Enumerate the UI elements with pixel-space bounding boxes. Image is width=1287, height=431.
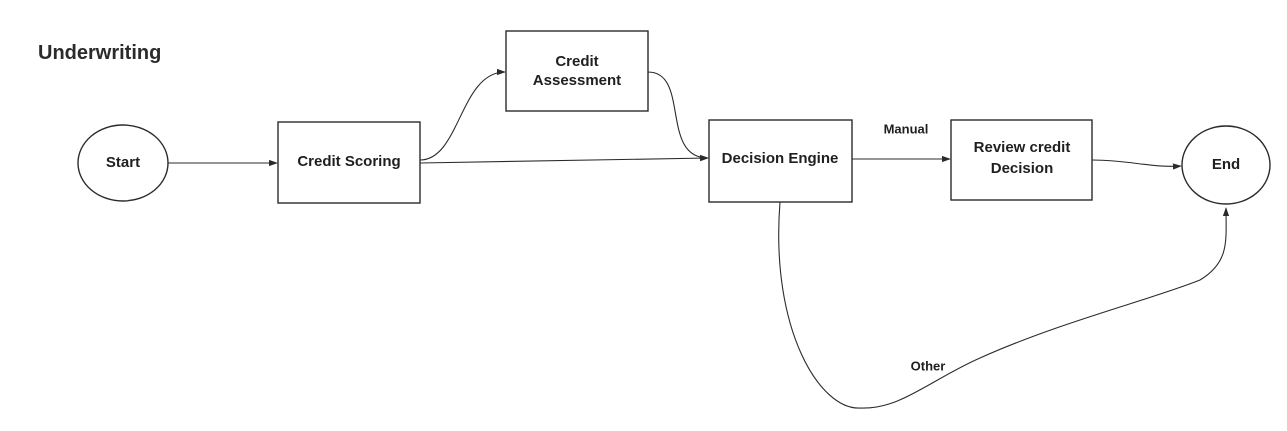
credit-assessment-label-line-2: Assessment [533, 72, 621, 89]
edge-decision-engine-to-end-other [778, 201, 1230, 409]
diagram-title: Underwriting [38, 42, 162, 64]
edge-review-to-end [1091, 159, 1182, 170]
decision-engine-label: Decision Engine [722, 150, 839, 167]
decision-engine-box [708, 119, 853, 203]
edge-credit-assessment-to-decision-engine [647, 71, 709, 162]
start-label: Start [106, 154, 140, 171]
credit-scoring-label: Credit Scoring [297, 153, 400, 170]
node-start: Start [77, 124, 169, 202]
edge-credit-scoring-to-decision-engine [419, 154, 709, 164]
end-ellipse [1181, 125, 1271, 205]
edge-label-manual: Manual [884, 121, 929, 136]
node-review-credit-decision: Review credit Decision [950, 119, 1093, 201]
edge-credit-scoring-to-credit-assessment [419, 68, 506, 161]
edge-label-other: Other [911, 358, 946, 373]
start-ellipse [77, 124, 169, 202]
credit-assessment-box [505, 30, 649, 112]
review-credit-decision-box [950, 119, 1093, 201]
credit-scoring-box [277, 121, 421, 204]
node-credit-scoring: Credit Scoring [277, 121, 421, 204]
credit-assessment-label-line-1: Credit [555, 53, 598, 70]
review-credit-decision-label-line-1: Review credit [974, 139, 1071, 156]
node-decision-engine: Decision Engine [708, 119, 853, 203]
review-credit-decision-label-line-2: Decision [991, 160, 1054, 177]
end-label: End [1212, 156, 1240, 173]
node-end: End [1181, 125, 1271, 205]
node-credit-assessment: Credit Assessment [505, 30, 649, 112]
